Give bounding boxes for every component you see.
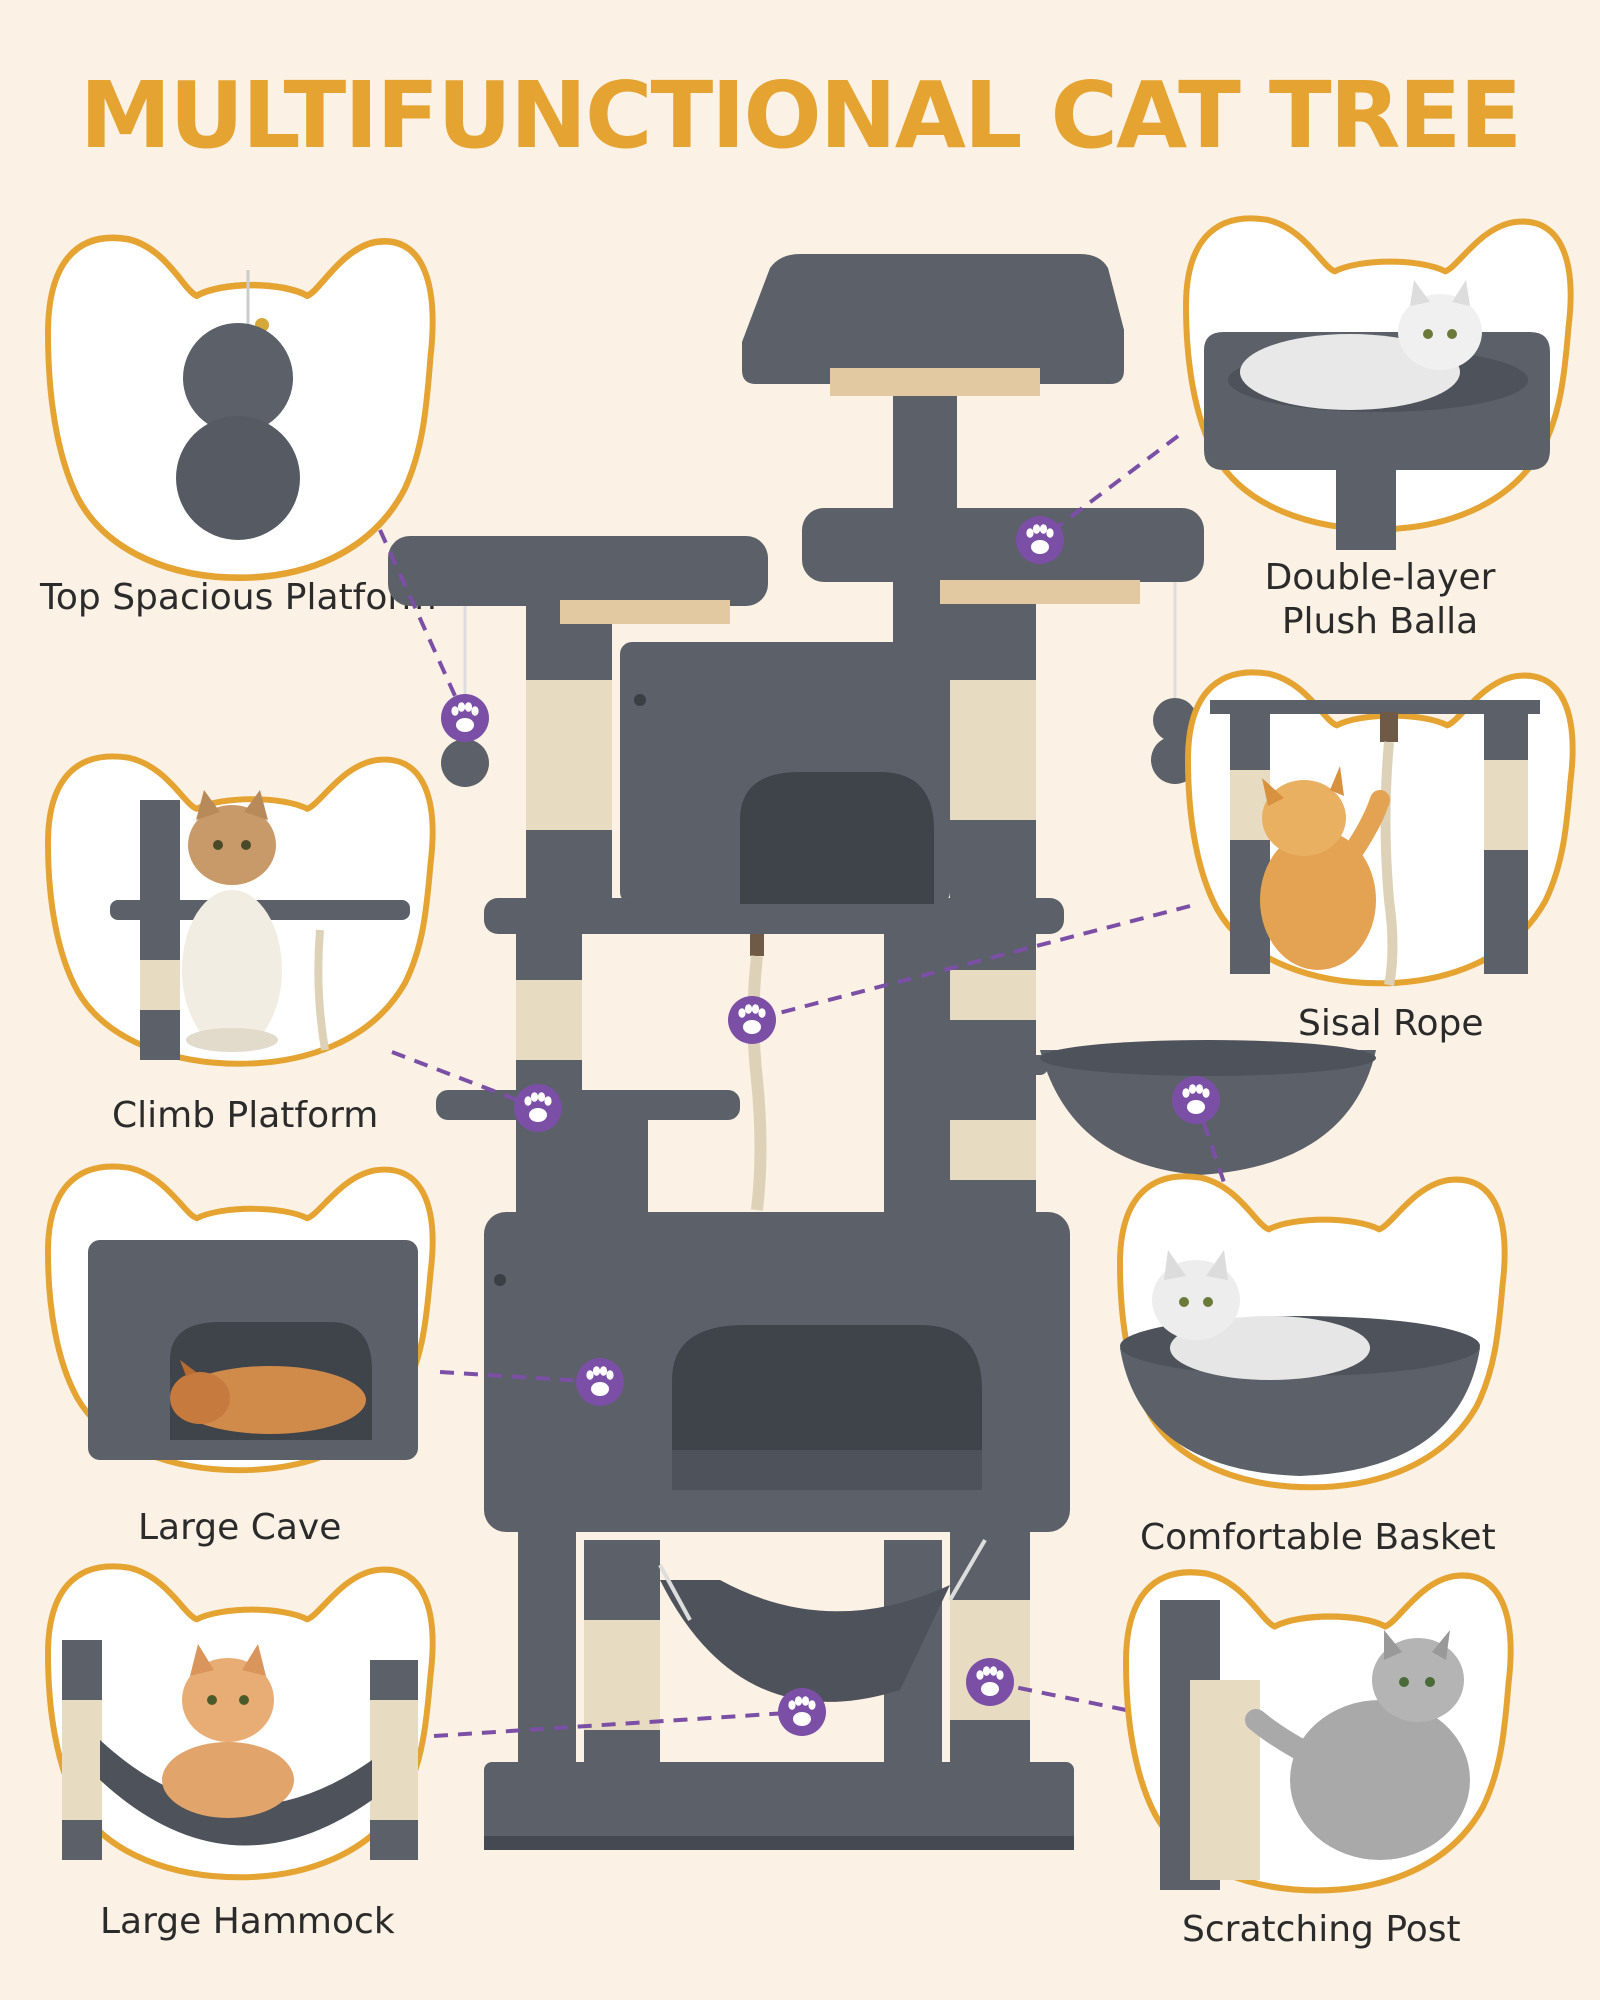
label-top-spacious-platform: Top Spacious Platform [40, 577, 437, 618]
cat-basket-icon [1120, 1250, 1480, 1476]
label-large-hammock: Large Hammock [100, 1901, 395, 1942]
label-comfortable-basket: Comfortable Basket [1140, 1517, 1496, 1558]
plush-ball-icon [176, 270, 300, 540]
kitten-rope-icon [1210, 700, 1540, 986]
label-sisal-rope: Sisal Rope [1298, 1003, 1484, 1044]
label-scratching-post: Scratching Post [1182, 1909, 1461, 1950]
cat-scratching-icon [1160, 1600, 1470, 1890]
cat-sitting-icon [110, 790, 410, 1060]
label-double-layer-line1: Double-layer [1264, 557, 1496, 598]
connector-lines [378, 434, 1232, 1738]
page-title: MULTIFUNCTIONAL CAT TREE [79, 62, 1522, 169]
cat-tree-illustration [388, 254, 1376, 1850]
label-climb-platform: Climb Platform [112, 1095, 379, 1136]
cat-lying-icon [1204, 280, 1550, 550]
label-large-cave: Large Cave [138, 1507, 342, 1548]
label-double-layer-line2: Plush Balla [1281, 601, 1479, 642]
cat-sleeping-icon [88, 1240, 418, 1460]
cat-hammock-icon [62, 1640, 418, 1860]
